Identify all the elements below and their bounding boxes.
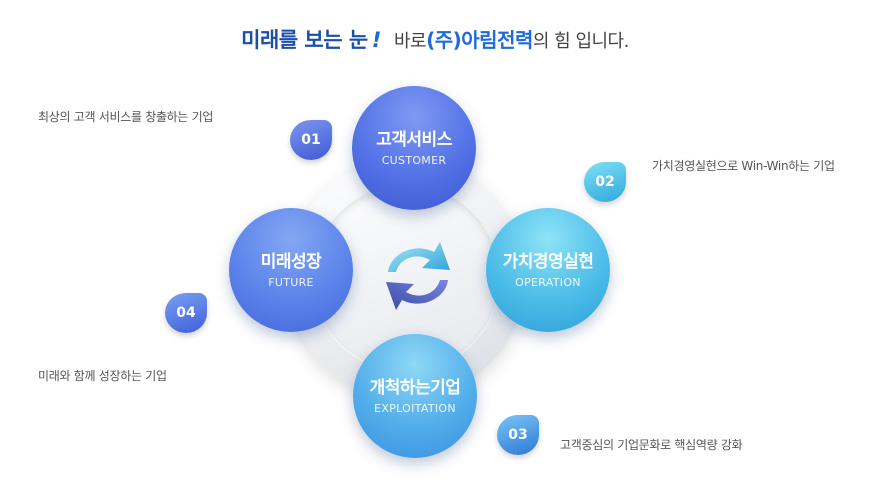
badge-04: 04	[165, 293, 207, 333]
node-operation-subtitle: OPERATION	[515, 275, 581, 289]
node-future-title: 미래성장	[260, 251, 322, 272]
caption-04: 미래와 함께 성장하는 기업	[38, 369, 167, 383]
node-operation-title: 가치경영실현	[502, 251, 594, 272]
node-operation: 가치경영실현 OPERATION	[486, 208, 610, 332]
caption-02: 가치경영실현으로 Win-Win하는 기업	[652, 159, 835, 173]
node-customer-title: 고객서비스	[376, 129, 452, 150]
node-customer-subtitle: CUSTOMER	[381, 153, 447, 167]
headline-part2: 바로	[393, 31, 427, 52]
headline-mark: !	[371, 28, 382, 52]
node-exploitation-title: 개척하는기업	[369, 377, 461, 398]
headline: 미래를 보는 눈! 바로(주)아림전력의 힘 입니다.	[0, 24, 870, 54]
node-future-subtitle: FUTURE	[268, 275, 314, 289]
headline-brand: (주)아림전력	[426, 28, 533, 52]
node-exploitation: 개척하는기업 EXPLOITATION	[353, 334, 477, 458]
node-customer: 고객서비스 CUSTOMER	[352, 86, 476, 210]
node-exploitation-subtitle: EXPLOITATION	[374, 401, 456, 415]
headline-part3: 의 힘 입니다.	[532, 31, 629, 52]
headline-part1: 미래를 보는 눈	[241, 28, 368, 52]
badge-02: 02	[584, 162, 626, 202]
caption-01: 최상의 고객 서비스를 창출하는 기업	[38, 110, 214, 124]
badge-03: 03	[497, 415, 539, 455]
badge-01: 01	[290, 120, 332, 160]
caption-03: 고객중심의 기업문화로 핵심역량 강화	[560, 438, 743, 452]
node-future: 미래성장 FUTURE	[229, 208, 353, 332]
cycle-arrows-icon	[386, 242, 450, 310]
